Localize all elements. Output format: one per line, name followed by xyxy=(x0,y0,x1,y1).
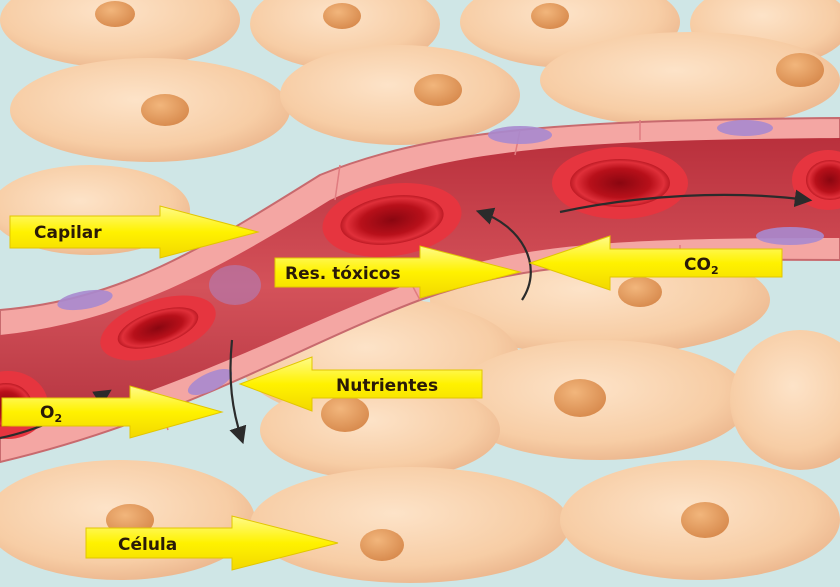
cell-nucleus xyxy=(776,53,824,87)
tissue-cell xyxy=(540,32,840,128)
cell-nucleus xyxy=(681,502,729,538)
red-blood-cell xyxy=(552,147,688,219)
label-celula: Célula xyxy=(118,535,177,555)
cell-nucleus xyxy=(554,379,606,417)
cell-nucleus xyxy=(360,529,404,561)
tissue-cell xyxy=(280,45,520,145)
label-capilar: Capilar xyxy=(34,223,102,243)
label-nutrientes: Nutrientes xyxy=(336,376,438,396)
tissue-cell xyxy=(10,58,290,162)
cell-nucleus xyxy=(414,74,462,106)
label-residuos: Res. tóxicos xyxy=(285,264,401,284)
tissue-cell xyxy=(560,460,840,580)
tissue-cell xyxy=(250,467,570,583)
cell-nucleus xyxy=(321,396,369,432)
cell-nucleus xyxy=(618,277,662,307)
cell-nucleus xyxy=(531,3,569,29)
cell-nucleus xyxy=(323,3,361,29)
cell-nucleus xyxy=(95,1,135,27)
cell-nucleus xyxy=(141,94,189,126)
